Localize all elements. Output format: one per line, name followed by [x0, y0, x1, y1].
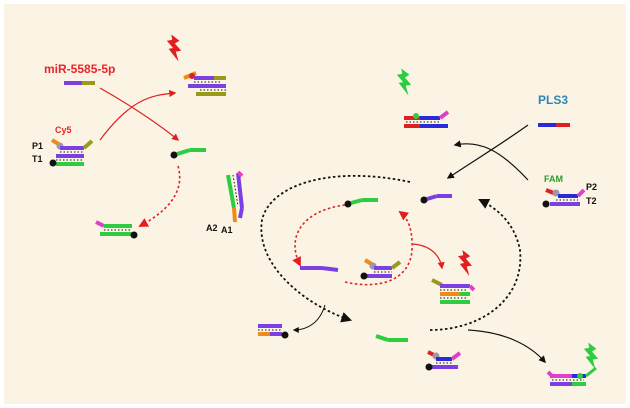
t1-label: T1	[32, 154, 43, 164]
p2-t2-probe	[542, 188, 586, 208]
cycle-a-complex	[431, 278, 476, 304]
final-fam-product	[546, 366, 597, 386]
inner-cycle-red-arrow-right	[344, 210, 413, 286]
outer-cycle-dashed-loop	[260, 175, 411, 323]
cycle-middle-probe	[360, 258, 402, 280]
p1-t1-probe	[49, 138, 94, 167]
t2-label: T2	[586, 196, 597, 206]
p2-label: P2	[586, 182, 597, 192]
background-panel	[4, 4, 626, 404]
cy5-label: Cy5	[55, 125, 72, 135]
cycle-t1-strand	[344, 198, 378, 208]
pls3-label: PLS3	[538, 93, 568, 107]
inner-cycle-red-arrow-left	[292, 204, 346, 267]
pls3-p2-duplex	[404, 110, 450, 128]
to-bottom-left-arrow	[292, 304, 326, 333]
outer-cycle-dashed-return	[429, 199, 522, 331]
p1-label: P1	[32, 141, 43, 151]
mirna-p1-duplex	[183, 71, 226, 96]
a2-label: A2	[206, 223, 218, 233]
released-t2-strand	[420, 194, 452, 204]
black-reaction-arrow-down	[446, 124, 529, 179]
fam-label: FAM	[544, 174, 563, 184]
inner-cycle-red-arrow-out	[411, 243, 445, 270]
released-a2-strand	[375, 334, 408, 342]
red-reaction-arrow-up	[99, 89, 177, 141]
t1-to-a-complex-arrow	[138, 165, 181, 227]
cycle-mirna-strand	[300, 266, 339, 272]
bottom-left-product	[258, 324, 289, 339]
to-final-product-arrow	[467, 329, 546, 364]
a1-label: A1	[221, 225, 233, 235]
red-reaction-arrow-down	[99, 87, 180, 141]
black-reaction-arrow-up	[453, 140, 529, 181]
bottom-probe	[425, 350, 462, 371]
t1-a-complex-product	[95, 220, 138, 239]
a1-a2-duplex	[226, 170, 244, 223]
mirna-label: miR-5585-5p	[44, 62, 115, 76]
released-t1-strand	[170, 148, 206, 159]
